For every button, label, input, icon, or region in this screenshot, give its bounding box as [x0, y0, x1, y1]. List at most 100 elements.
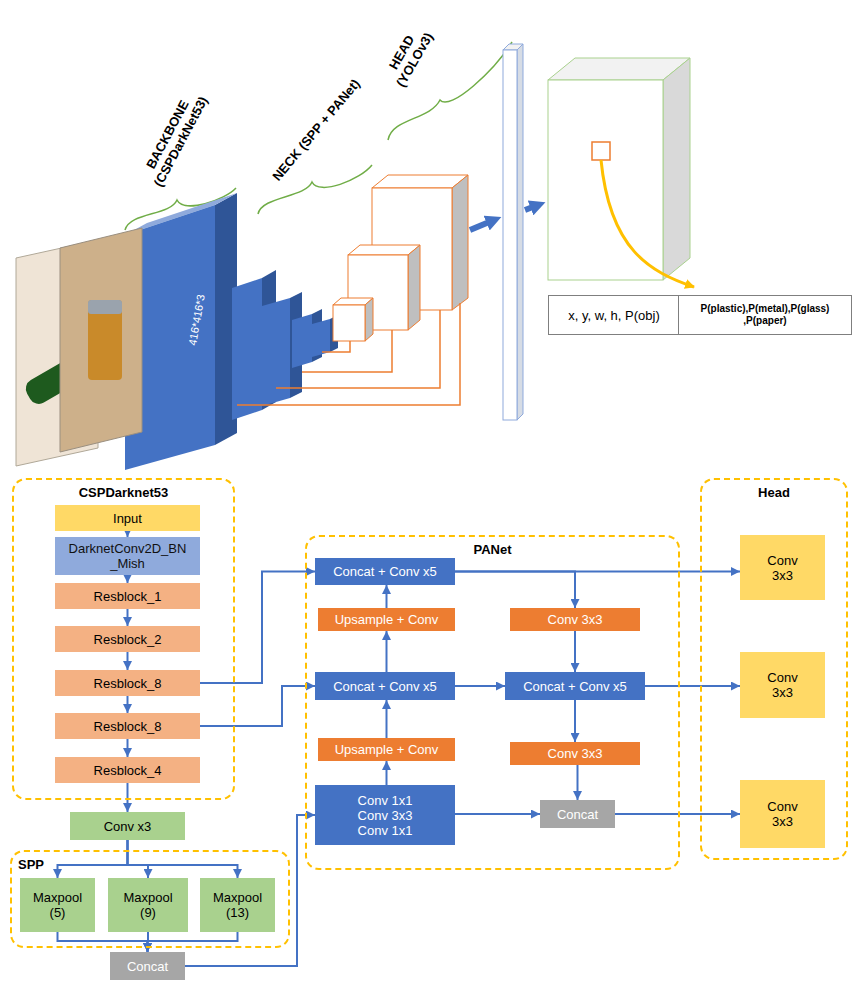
group-title: Head [702, 485, 846, 500]
concat-conv-box: Concat + Conv x5 [315, 558, 455, 585]
connector-arrow [127, 609, 129, 626]
node-text: Maxpool (9) [118, 890, 178, 920]
node-text: Maxpool (13) [208, 890, 268, 920]
connector-arrow [455, 685, 505, 687]
group-box: SPP Maxpool (5) Maxpool (9) Maxpool (13) [10, 850, 290, 948]
neck-block [452, 175, 468, 310]
output-cube [663, 58, 690, 280]
resblock-box: Resblock_4 [55, 757, 200, 783]
maxpool-box: Maxpool (9) [108, 878, 188, 932]
connector-arrow [128, 840, 238, 878]
neck-block [372, 175, 468, 188]
output-box: x, y, w, h, P(obj) [548, 295, 680, 335]
can-figure [88, 300, 122, 380]
grid-cell [592, 142, 610, 160]
head-conv-box: Conv 3x3 [740, 780, 825, 848]
input-photo [60, 228, 142, 452]
resblock-box: Resblock_8 [55, 713, 200, 739]
part-label: HEAD (YOLOv3) [378, 18, 439, 94]
connector-arrow [127, 652, 129, 670]
connector-arrow [386, 761, 388, 785]
node-text: Concat + Conv x5 [333, 679, 437, 694]
node-text: Upsample + Conv [335, 612, 439, 627]
connector-arrow [455, 572, 575, 609]
node-text: Conv x3 [104, 819, 152, 834]
node-text: Conv 1x1 [358, 793, 413, 808]
group-title: PANet [307, 542, 678, 557]
node-text: DarknetConv2D_BN _Mish [64, 541, 192, 571]
connector-arrow [386, 585, 388, 608]
group-title: CSPDarknet53 [14, 485, 233, 500]
node-text: Conv 3x3 [763, 670, 803, 700]
node-text: Resblock_2 [94, 632, 162, 647]
connector-arrow [574, 700, 576, 742]
node-text: Concat + Conv x5 [333, 564, 437, 579]
neck-block [408, 245, 420, 330]
node-text: Conv 3x3 [358, 808, 413, 823]
output-cube [548, 80, 663, 280]
connector-arrow [645, 685, 740, 687]
feature-link [322, 341, 350, 352]
node-text: Concat + Conv x5 [523, 679, 627, 694]
connector-arrow [386, 700, 388, 738]
part-label: NECK (SPP + PANet) [269, 76, 363, 184]
connector-arrow [577, 765, 579, 800]
node-text: Conv 3x3 [763, 799, 803, 829]
neck-block [333, 305, 365, 341]
connector-arrow [574, 631, 576, 672]
connector-arrow [455, 813, 540, 815]
maxpool-box: Maxpool (13) [200, 878, 275, 932]
group-title: SPP [18, 857, 44, 872]
can-figure [88, 300, 122, 314]
input-box: Input [55, 505, 200, 531]
node-text: Input [113, 511, 142, 526]
node-text: Resblock_8 [94, 719, 162, 734]
connector-arrow [386, 631, 388, 672]
feature-link [302, 330, 392, 372]
connector-arrow [200, 572, 315, 684]
upsample-box: Upsample + Conv [318, 608, 455, 631]
connector-arrow [127, 783, 129, 812]
feature-block [292, 314, 312, 368]
concat-box: Concat [110, 952, 185, 980]
head-conv-box: Conv 3x3 [740, 535, 825, 600]
connector-arrow [127, 739, 129, 757]
resblock-box: Resblock_2 [55, 626, 200, 652]
connector-arrow [200, 686, 315, 726]
connector-arrow [58, 840, 128, 878]
connector-arrow [185, 815, 315, 966]
connector-arrow [615, 813, 740, 815]
conv-box: Conv x3 [70, 812, 185, 840]
node-text: Maxpool (5) [28, 890, 88, 920]
head-bar [503, 50, 517, 420]
node-text: Upsample + Conv [335, 742, 439, 757]
head-bar [517, 44, 523, 420]
group-box: HeadConv 3x3Conv 3x3Conv 3x3 [700, 478, 848, 860]
flow-arrow [525, 205, 538, 210]
group-box: CSPDarknet53InputDarknetConv2D_BN _MishR… [12, 478, 235, 800]
conv-stack-box: Conv 1x1Conv 3x3Conv 1x1 [315, 785, 455, 845]
conv-box: Conv 3x3 [510, 742, 640, 765]
conv-box: Conv 3x3 [510, 608, 640, 631]
node-text: P(plastic),P(metal),P(glass) ,P(paper) [684, 303, 846, 327]
neck-block [365, 298, 373, 341]
feature-block [262, 298, 290, 406]
group-box: PANetConcat + Conv x5Upsample + ConvConc… [305, 535, 680, 870]
node-text: Resblock_8 [94, 676, 162, 691]
feature-block [232, 278, 262, 420]
concat-box: Concat [540, 800, 615, 828]
connector-arrow [128, 840, 149, 878]
connector-arrow [127, 575, 129, 583]
node-text: x, y, w, h, P(obj) [568, 308, 660, 323]
dimension-label: 416*416*3 [186, 294, 208, 347]
connector-arrow [58, 932, 148, 952]
resblock-box: Resblock_1 [55, 583, 200, 609]
node-text: Conv 3x3 [548, 746, 603, 761]
node-text: Concat [557, 807, 598, 822]
node-text: Conv 3x3 [763, 553, 803, 583]
head-conv-box: Conv 3x3 [740, 652, 825, 718]
connector-arrow [148, 932, 238, 952]
upsample-box: Upsample + Conv [318, 738, 455, 761]
conv-box: DarknetConv2D_BN _Mish [55, 537, 200, 575]
callout-arrow [601, 160, 694, 287]
